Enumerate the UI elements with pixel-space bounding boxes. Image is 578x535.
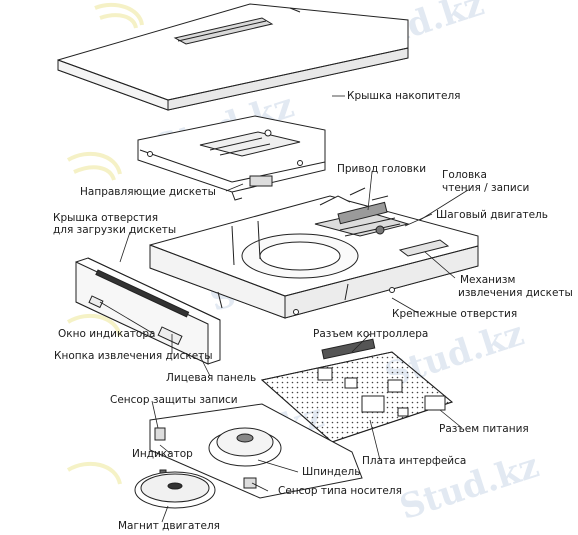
label-rw-head-line1: Головка [442, 169, 487, 181]
label-indicator-window: Окно индикатора [58, 328, 156, 340]
interface-board-part [260, 338, 454, 443]
label-slot-cover-line2: для загрузки дискеты [53, 224, 177, 236]
drive-cover-part [57, 3, 409, 111]
label-drive-cover: Крышка накопителя [347, 90, 461, 102]
label-disk-guides: Направляющие дискеты [80, 186, 216, 198]
watermark-logo-1 [94, 2, 144, 29]
label-slot-cover-line1: Крышка отверстия [53, 212, 159, 224]
leader-lines [99, 95, 469, 523]
watermark-logo-4 [66, 461, 122, 485]
label-motor-magnet: Магнит двигателя [118, 520, 220, 532]
label-mounting-holes: Крепежные отверстия [392, 308, 518, 320]
spindle-board-part [149, 403, 363, 499]
label-write-protect-sensor: Сенсор защиты записи [110, 394, 238, 406]
label-head-drive: Привод головки [337, 163, 427, 175]
label-eject-button: Кнопка извлечения дискеты [54, 350, 213, 362]
disk-guides-part [137, 115, 326, 201]
front-panel-part [75, 257, 221, 365]
label-interface-board: Плата интерфейса [362, 455, 467, 467]
label-spindle: Шпиндель [302, 466, 361, 478]
motor-magnet-part [134, 471, 216, 509]
label-indicator: Индикатор [132, 448, 193, 460]
label-eject-mechanism-line2: извлечения дискеты [458, 287, 573, 299]
main-chassis-part [149, 187, 479, 319]
label-media-type-sensor: Сенсор типа носителя [278, 485, 402, 497]
label-power-connector: Разъем питания [439, 423, 529, 435]
watermark-logo-2 [66, 151, 122, 181]
label-eject-mechanism-line1: Механизм [460, 274, 516, 286]
label-stepper-motor: Шаговый двигатель [436, 209, 548, 221]
label-controller-connector: Разъем контроллера [313, 328, 429, 340]
label-front-panel: Лицевая панель [166, 372, 257, 384]
watermark-logo-3 [66, 313, 122, 337]
label-rw-head-line2: чтения / записи [442, 182, 530, 194]
